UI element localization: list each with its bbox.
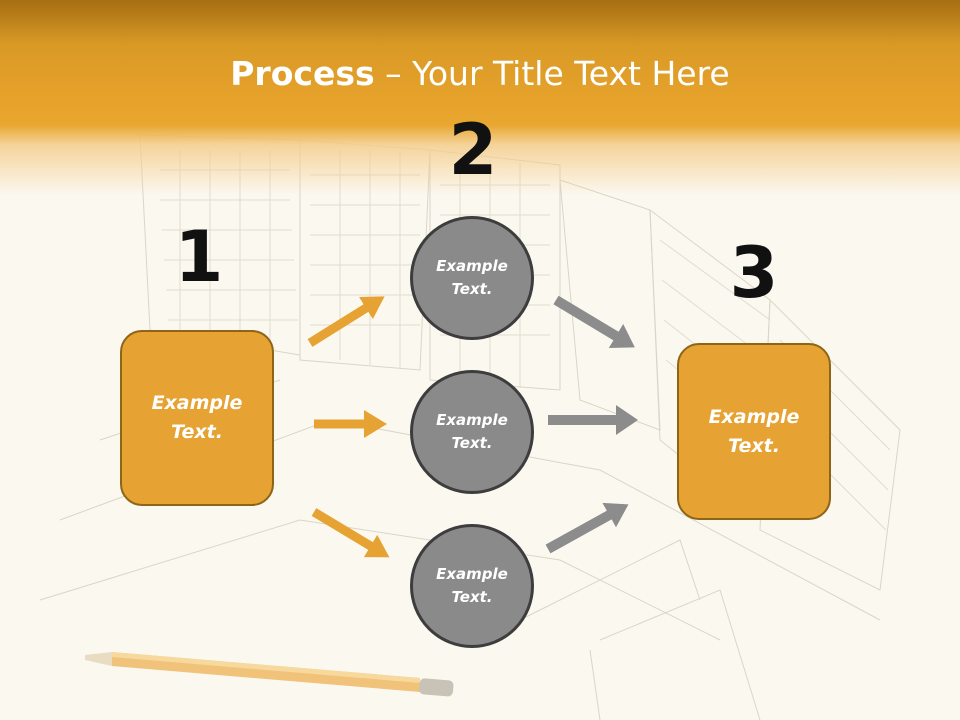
arrow-gray-down-right	[553, 295, 635, 349]
step-1-box[interactable]: Example Text.	[120, 330, 274, 506]
pencil-illustration	[85, 652, 454, 697]
arrow-orange-right	[314, 410, 387, 438]
arrow-gray-up-right	[545, 502, 629, 554]
step-2-circle-middle[interactable]: Example Text.	[410, 370, 534, 494]
step-2-circle-bottom-text: Example Text.	[436, 565, 508, 606]
step-3-box[interactable]: Example Text.	[677, 343, 831, 520]
step-number-3: 3	[729, 232, 779, 314]
step-2-circle-bottom[interactable]: Example Text.	[410, 524, 534, 648]
header-band	[0, 0, 960, 200]
arrow-orange-down-right	[311, 508, 390, 558]
step-number-2: 2	[448, 109, 498, 191]
step-3-text: Example Text.	[708, 405, 800, 457]
step-2-circle-top[interactable]: Example Text.	[410, 216, 534, 340]
arrow-gray-right	[548, 405, 638, 435]
step-number-1: 1	[174, 216, 224, 298]
step-2-circle-top-text: Example Text.	[436, 257, 508, 298]
title-bold: Process	[230, 54, 375, 93]
arrow-orange-up-right	[307, 296, 385, 347]
step-2-circle-middle-text: Example Text.	[436, 411, 508, 452]
title-rest: – Your Title Text Here	[374, 54, 730, 93]
step-1-text: Example Text.	[151, 392, 243, 443]
slide-title: Process – Your Title Text Here	[0, 52, 960, 96]
